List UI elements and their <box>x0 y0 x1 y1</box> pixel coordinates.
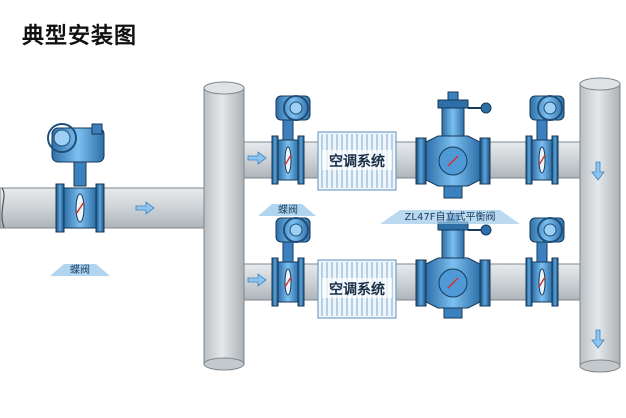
butterfly-valve-upper-out <box>525 95 565 185</box>
butterfly-valve-lower-out <box>525 217 565 307</box>
balance-valve-text: ZL47F自立式平衡阀 <box>405 210 496 223</box>
label-butterfly-valve-left: 蝶阀 <box>50 263 110 276</box>
flow-arrow-lower <box>247 273 267 287</box>
flow-arrow-right-bottom <box>591 329 605 349</box>
butterfly-valve-lower-in <box>271 217 311 307</box>
right-header-top-cap <box>579 77 621 91</box>
ac-system-upper: 空调系统 <box>317 131 397 191</box>
page-title: 典型安装图 <box>22 23 138 49</box>
left-header-top-cap <box>203 81 245 95</box>
butterfly-valve-left-text: 蝶阀 <box>70 263 90 276</box>
flow-arrow-upper <box>247 151 267 165</box>
right-header-bottom-cap <box>579 359 621 373</box>
inlet-pipe <box>0 187 213 229</box>
ac-system-lower-text: 空调系统 <box>329 281 385 298</box>
right-header-pipe <box>579 83 621 367</box>
flow-arrow-inlet <box>135 201 155 215</box>
butterfly-valve-mid-text: 蝶阀 <box>278 203 298 216</box>
balance-valve-upper <box>415 91 492 199</box>
left-header-bottom-cap <box>203 357 245 371</box>
label-butterfly-valve-mid: 蝶阀 <box>258 203 316 216</box>
left-header-pipe <box>203 87 245 365</box>
balance-valve-lower <box>415 213 492 319</box>
inlet-butterfly-valve <box>47 123 105 233</box>
ac-system-lower: 空调系统 <box>317 259 397 319</box>
pipe-break-mark <box>1 187 5 229</box>
flow-arrow-right-top <box>591 161 605 181</box>
label-balance-valve: ZL47F自立式平衡阀 <box>380 210 520 224</box>
ac-system-upper-text: 空调系统 <box>329 153 385 170</box>
butterfly-valve-upper-in <box>271 95 311 185</box>
